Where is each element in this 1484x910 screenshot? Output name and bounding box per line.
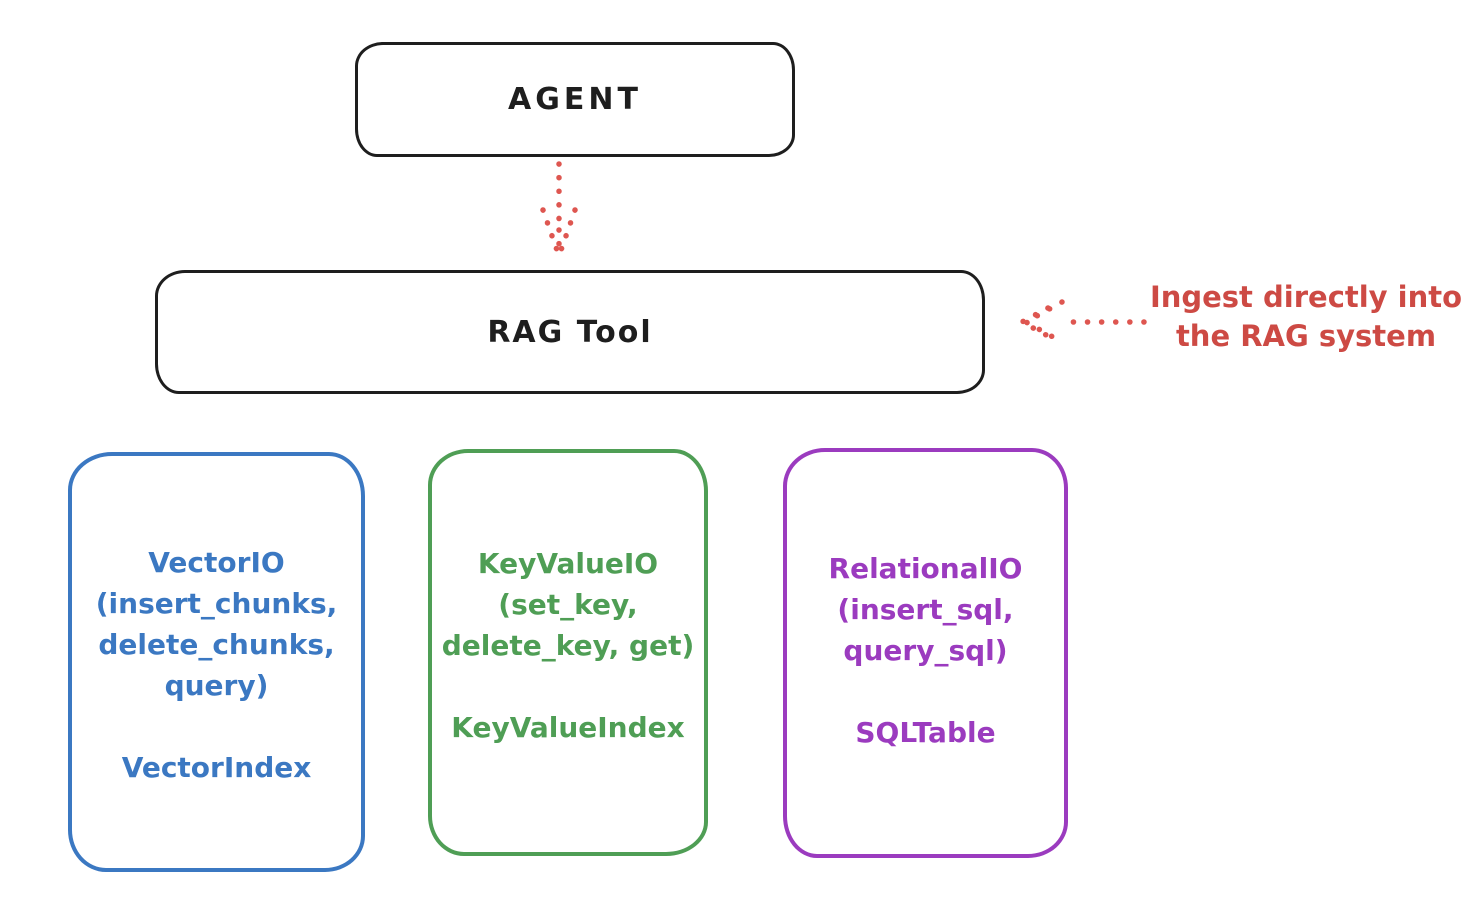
agent-node: AGENT xyxy=(355,42,795,157)
vector-io-node: VectorIO (insert_chunks, delete_chunks, … xyxy=(68,452,365,872)
store-line: query) xyxy=(164,669,269,702)
ingest-annotation-arrow-icon xyxy=(1016,299,1147,345)
relational-io-description: RelationalIO (insert_sql, query_sql) xyxy=(829,548,1023,671)
keyvalue-io-node: KeyValueIO (set_key, delete_key, get) Ke… xyxy=(428,449,708,856)
agent-to-rag-arrow-icon xyxy=(540,161,578,259)
store-line: query_sql) xyxy=(843,634,1008,667)
store-line: delete_key, get) xyxy=(441,629,695,662)
keyvalue-index-label: KeyValueIndex xyxy=(451,711,685,744)
store-line: VectorIO xyxy=(148,546,285,579)
store-line: RelationalIO xyxy=(828,552,1023,585)
store-line: delete_chunks, xyxy=(98,628,335,661)
ingest-annotation-line2: the RAG system xyxy=(1175,319,1437,353)
keyvalue-io-description: KeyValueIO (set_key, delete_key, get) xyxy=(442,543,695,666)
agent-label: AGENT xyxy=(508,82,642,117)
ingest-annotation-line1: Ingest directly into xyxy=(1149,280,1463,314)
sql-table-label: SQLTable xyxy=(855,716,996,749)
ingest-annotation-text: Ingest directly into the RAG system xyxy=(1130,278,1482,356)
vector-io-description: VectorIO (insert_chunks, delete_chunks, … xyxy=(96,542,338,706)
store-line: KeyValueIO xyxy=(477,547,659,580)
relational-io-node: RelationalIO (insert_sql, query_sql) SQL… xyxy=(783,448,1068,858)
rag-tool-node: RAG Tool xyxy=(155,270,985,394)
store-line: (set_key, xyxy=(498,588,638,621)
vector-index-label: VectorIndex xyxy=(121,751,312,784)
rag-tool-label: RAG Tool xyxy=(487,314,653,350)
store-line: (insert_sql, xyxy=(837,593,1014,626)
store-line: (insert_chunks, xyxy=(95,587,338,620)
